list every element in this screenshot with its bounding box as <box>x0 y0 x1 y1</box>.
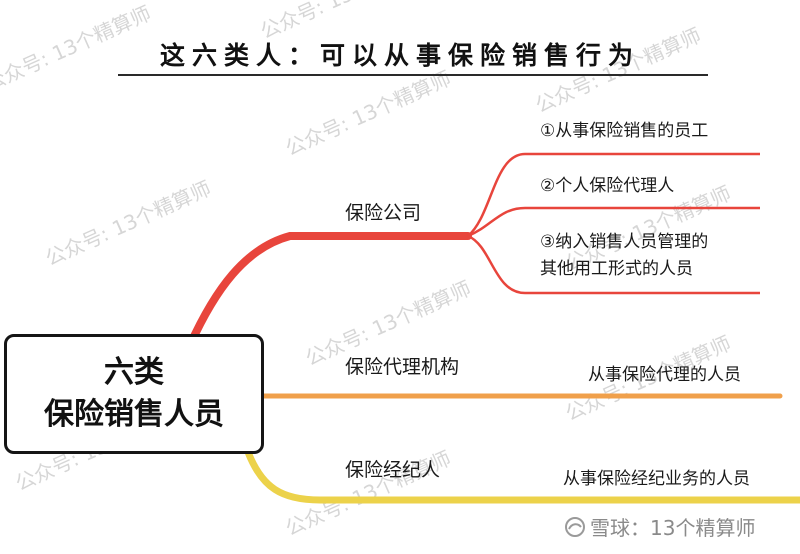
agency-sub-item: 从事保险代理的人员 <box>588 365 741 385</box>
root-node-line2: 保险销售人员 <box>44 397 224 432</box>
title-underline <box>118 74 708 76</box>
sub-branch-line-2 <box>467 206 760 238</box>
sub-item-2: ②个人保险代理人 <box>540 176 675 196</box>
root-node: 六类 保险销售人员 <box>4 334 264 454</box>
sub-branch-line-1 <box>467 152 760 237</box>
sub-branch-line-3 <box>467 234 760 295</box>
branch-label-insurance-company: 保险公司 <box>345 202 422 224</box>
branch-label-agency: 保险代理机构 <box>345 356 460 378</box>
page-title: 这六类人：可以从事保险销售行为 <box>159 41 640 70</box>
sub-item-3-line2: 其他用工形式的人员 <box>540 259 693 279</box>
branch-line-insurance-company <box>186 232 472 349</box>
sub-item-1: ①从事保险销售的员工 <box>540 121 709 141</box>
branch-line-broker <box>244 448 800 504</box>
snowball-logo-icon <box>565 516 585 537</box>
broker-sub-item: 从事保险经纪业务的人员 <box>563 469 750 489</box>
footer-watermark: 雪球：13个精算师 <box>564 512 755 541</box>
branch-label-broker: 保险经纪人 <box>345 459 441 481</box>
sub-item-3-line1: ③纳入销售人员管理的 <box>540 232 709 252</box>
root-node-line1: 六类 <box>104 355 164 390</box>
footer-text: 雪球：13个精算师 <box>590 516 756 540</box>
